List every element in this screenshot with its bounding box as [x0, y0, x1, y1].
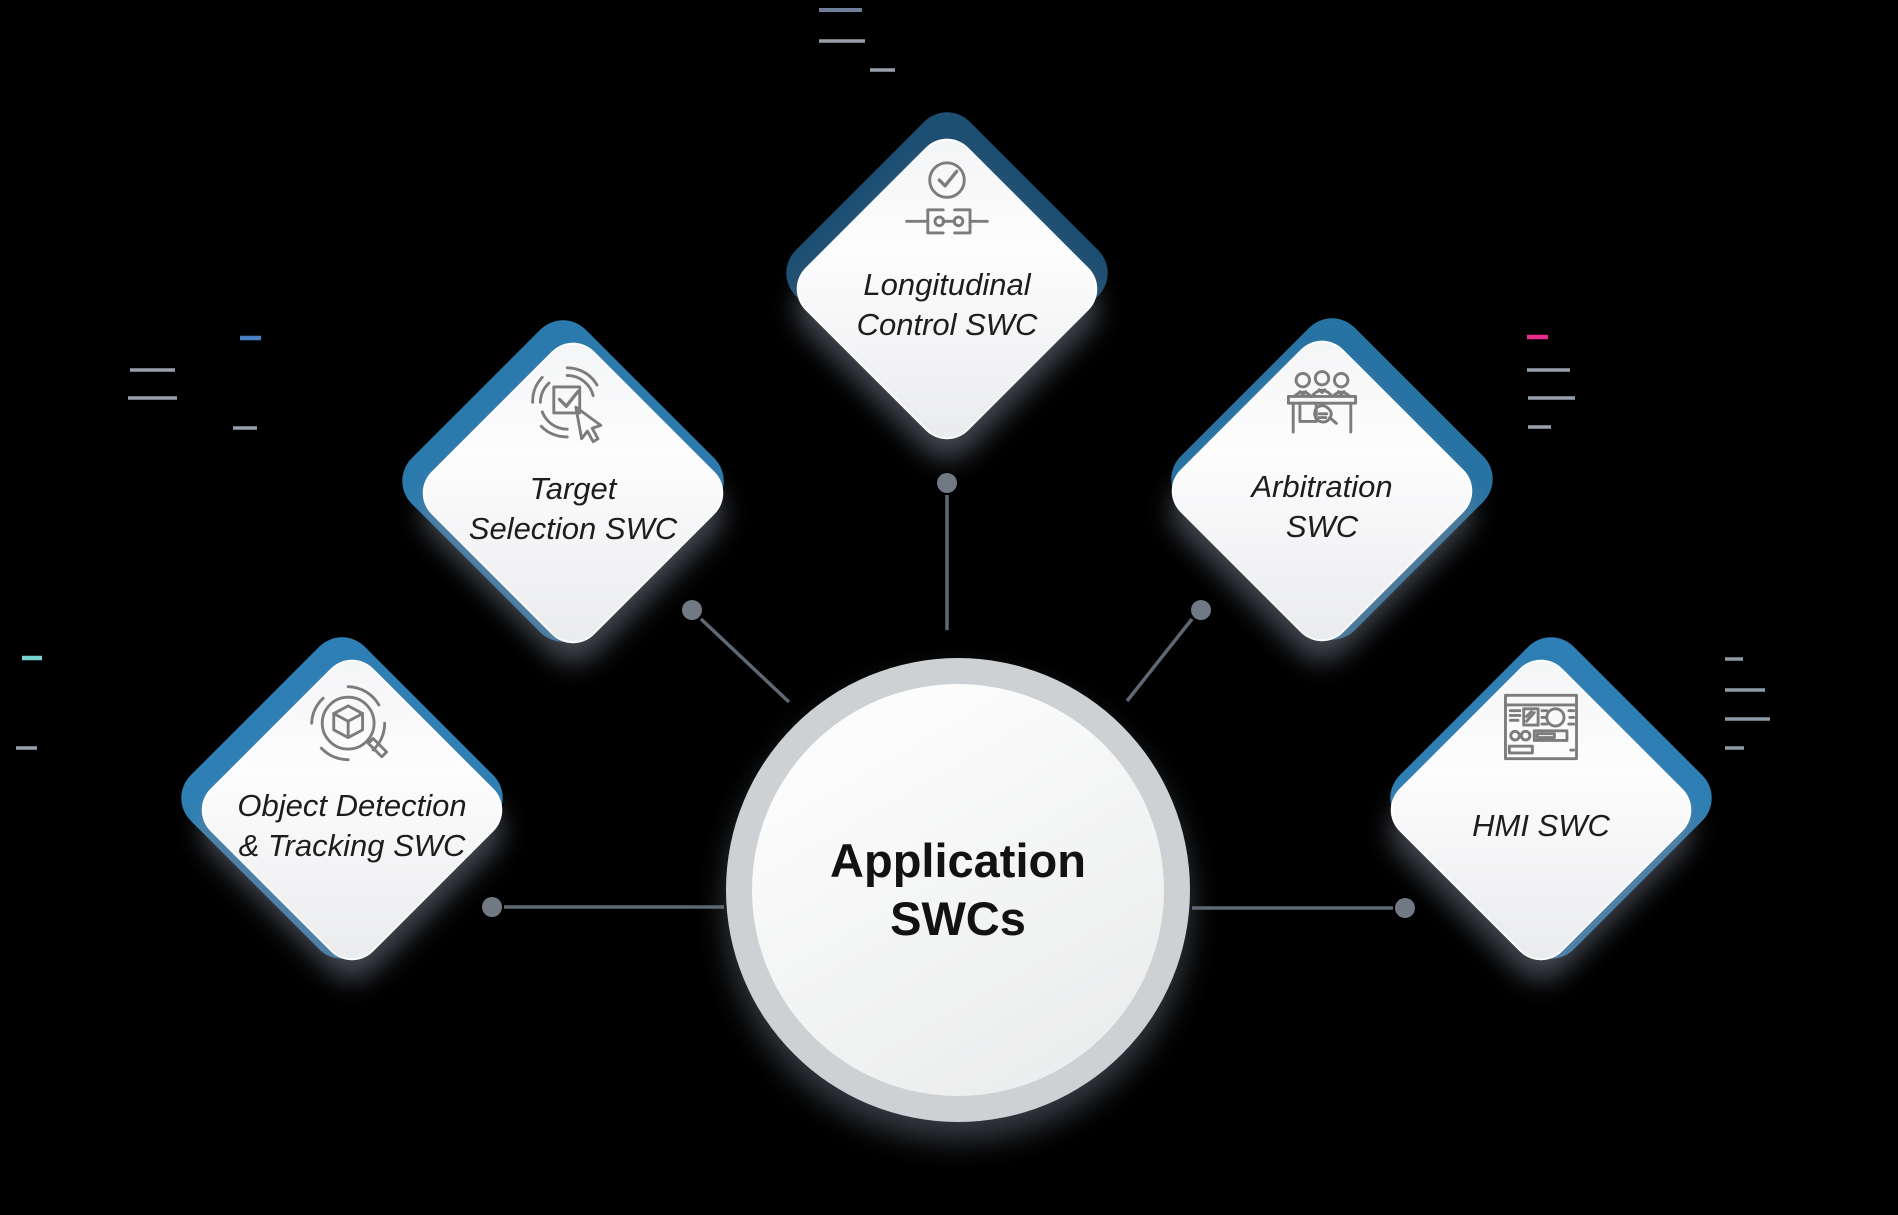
- node-target-selection-swc: Target Selection SWC: [388, 306, 738, 656]
- node-label: Object Detection & Tracking SWC: [237, 788, 467, 863]
- node-label: HMI SWC: [1472, 808, 1610, 843]
- circle-face: Application SWCs: [752, 684, 1164, 1096]
- connector-object-dot: [482, 897, 502, 917]
- node-label: Target Selection SWC: [468, 471, 678, 546]
- node-hmi-swc: HMI SWC: [1376, 623, 1726, 973]
- connector-arbitration-line: [1125, 617, 1194, 703]
- longitudinal-control-icon: [905, 161, 989, 235]
- node-label: Arbitration SWC: [1251, 469, 1393, 544]
- node-object-detection-tracking-swc: Object Detection & Tracking SWC: [167, 623, 517, 973]
- node-longitudinal-control-swc: Longitudinal Control SWC: [772, 98, 1122, 452]
- connector-target-dot: [682, 600, 702, 620]
- connector-target-line: [699, 617, 791, 704]
- hmi-dashboard-icon: [1504, 693, 1578, 761]
- node-label: Longitudinal Control SWC: [856, 267, 1038, 342]
- object-detection-icon: [310, 685, 388, 762]
- center-title: Application SWCs: [830, 834, 1086, 945]
- arbitration-icon: [1286, 370, 1358, 434]
- connector-hmi-dot: [1395, 898, 1415, 918]
- connector-longitudinal-dot: [937, 473, 957, 493]
- application-swcs-circle: Application SWCs: [726, 658, 1190, 1122]
- connector-arbitration-dot: [1191, 600, 1211, 620]
- target-selection-icon: [531, 366, 603, 444]
- node-arbitration-swc: Arbitration SWC: [1157, 304, 1507, 654]
